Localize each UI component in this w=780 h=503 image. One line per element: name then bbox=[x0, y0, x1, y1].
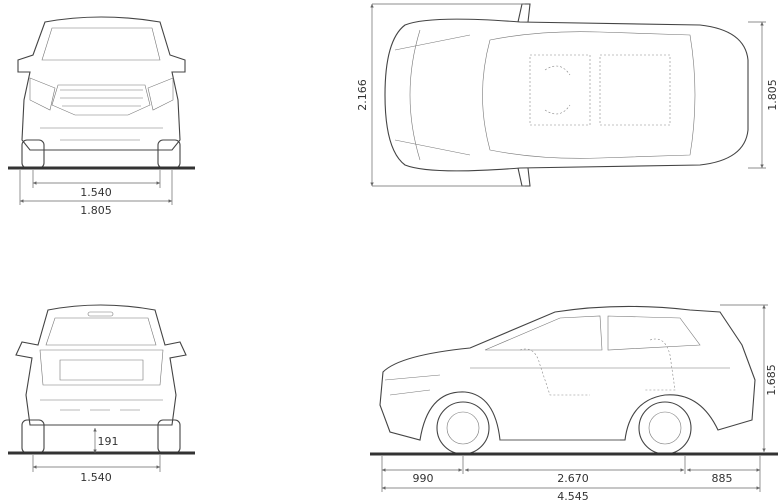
height-label: 1.685 bbox=[765, 364, 778, 396]
wheelbase-label: 2.670 bbox=[557, 472, 589, 485]
side-view: 1.685 990 2.670 885 4.545 bbox=[370, 304, 778, 503]
rear-overhang-label: 885 bbox=[712, 472, 733, 485]
front-overhang-label: 990 bbox=[413, 472, 434, 485]
top-view: 2.166 1.805 bbox=[356, 3, 779, 187]
front-view: 1.540 1.805 bbox=[8, 16, 195, 217]
front-track-label: 1.540 bbox=[80, 186, 112, 199]
mirror-width-label: 2.166 bbox=[356, 79, 369, 111]
length-label: 4.545 bbox=[557, 490, 589, 503]
rear-track-label: 1.540 bbox=[80, 471, 112, 484]
rear-view: 191 1.540 bbox=[8, 304, 195, 484]
front-width-label: 1.805 bbox=[80, 204, 112, 217]
ground-clearance-label: 191 bbox=[98, 435, 119, 448]
top-width-label: 1.805 bbox=[766, 79, 779, 111]
